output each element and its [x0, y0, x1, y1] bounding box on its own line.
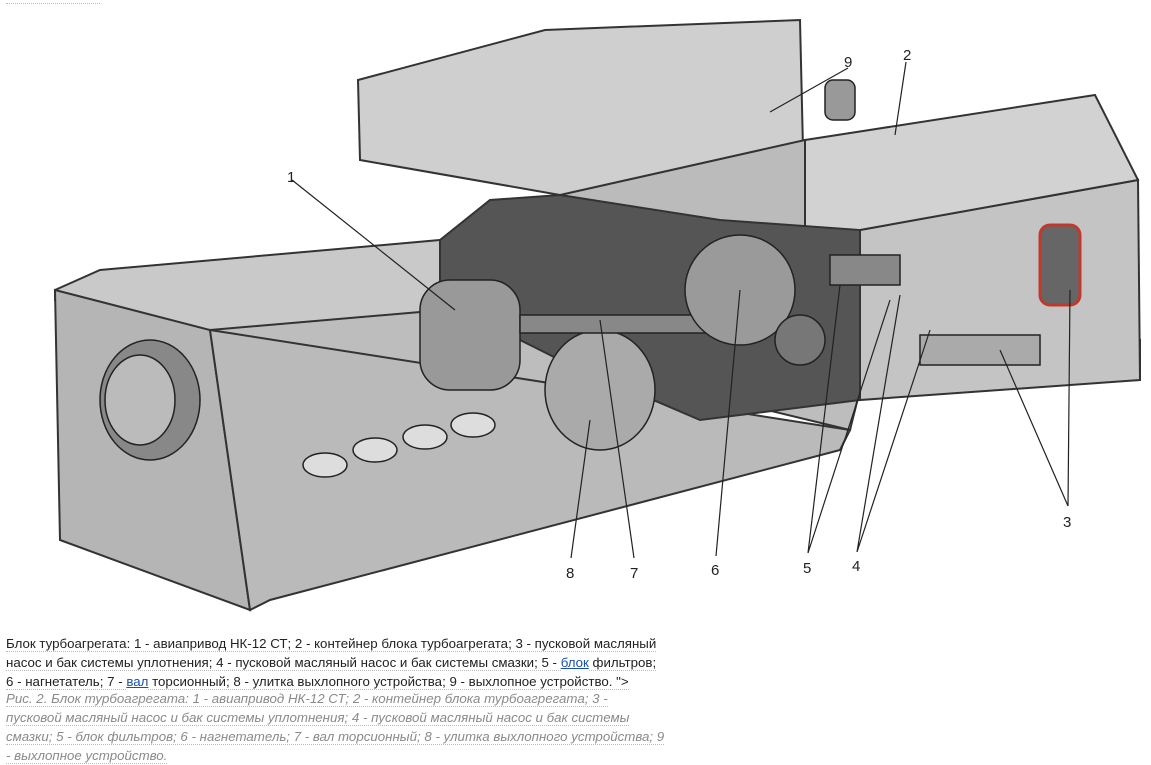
turbine-unit-illustration: 9 2 1 8 7 6 5 4 3 [53, 18, 1142, 612]
callout-5: 5 [803, 560, 811, 577]
callout-6: 6 [711, 562, 719, 579]
link-val[interactable]: вал [126, 674, 149, 689]
callout-7: 7 [630, 565, 638, 582]
callout-3: 3 [1063, 514, 1071, 531]
callout-2: 2 [903, 47, 911, 64]
machinery [99, 79, 1082, 478]
callout-9: 9 [844, 54, 852, 71]
callout-1: 1 [287, 169, 295, 186]
link-blok[interactable]: блок [560, 655, 589, 670]
image-alt-caption: Блок турбоагрегата: 1 - авиапривод НК-12… [6, 636, 657, 690]
callout-8: 8 [566, 565, 574, 582]
figure-caption: Рис. 2. Блок турбоагрегата: 1 - авиаприв… [6, 691, 665, 764]
top-dotted-line [6, 0, 100, 4]
leader-lines [291, 61, 1071, 559]
callout-4: 4 [852, 558, 860, 575]
